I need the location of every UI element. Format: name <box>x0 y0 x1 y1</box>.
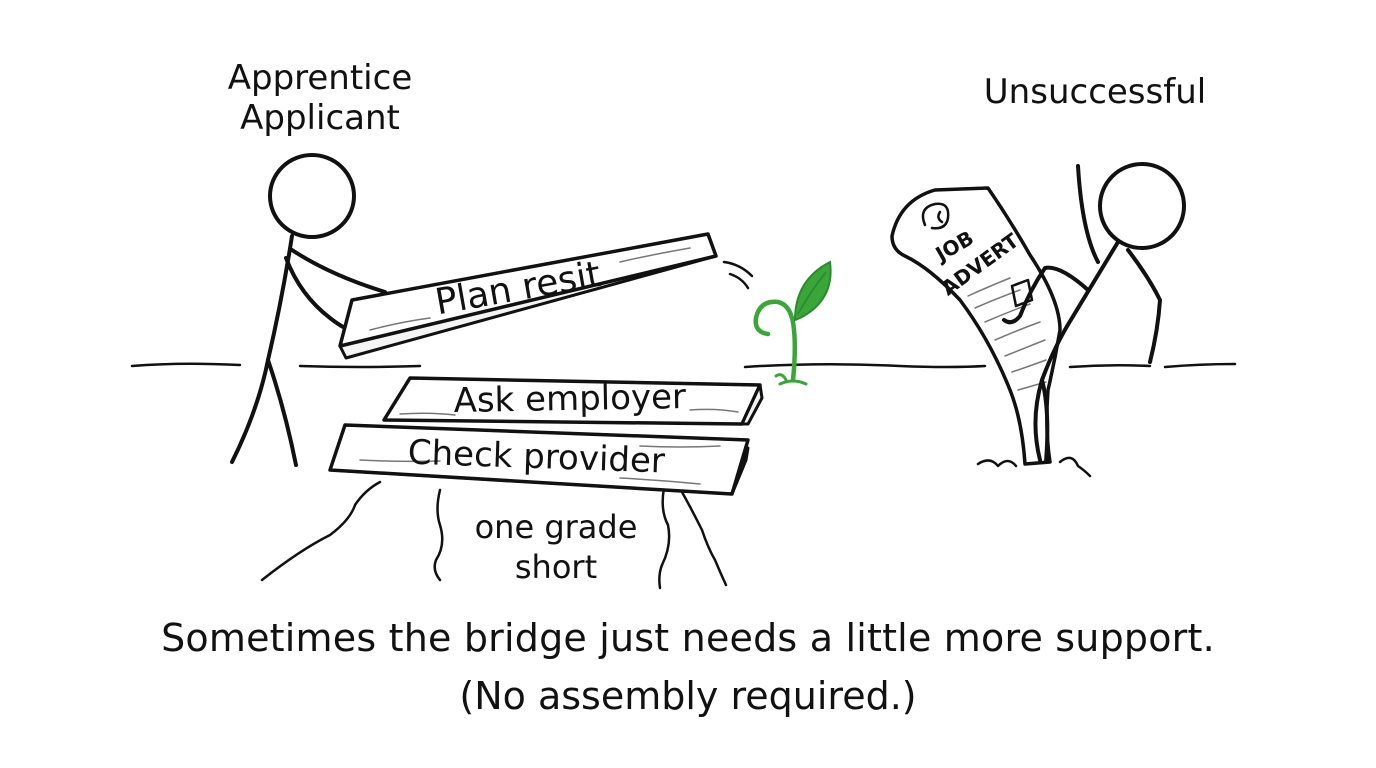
applicant-label: Apprentice Applicant <box>195 58 445 138</box>
newspaper-icon <box>890 186 1092 478</box>
unsuccessful-label: Unsuccessful <box>983 72 1207 112</box>
plank-ask-employer <box>382 376 764 426</box>
plank-label-ask-employer: Ask employer <box>453 377 686 421</box>
applicant-label-line1: Apprentice <box>227 58 413 98</box>
sprout-icon <box>753 260 832 386</box>
gap-label-line1: one grade <box>475 508 638 546</box>
plank-check-provider <box>328 423 750 496</box>
chasm-cracks <box>260 480 728 590</box>
plank-plan-resit <box>338 232 754 360</box>
plank-label-plan-resit: Plan resit <box>432 254 604 323</box>
plank-label-check-provider: Check provider <box>407 433 665 482</box>
caption-line1: Sometimes the bridge just needs a little… <box>161 616 1215 660</box>
unsuccessful-figure <box>1002 162 1186 464</box>
caption-line2: (No assembly required.) <box>459 674 917 718</box>
gap-label-line2: short <box>515 548 597 586</box>
ground-line <box>130 362 1237 369</box>
applicant-label-line2: Applicant <box>240 98 400 138</box>
